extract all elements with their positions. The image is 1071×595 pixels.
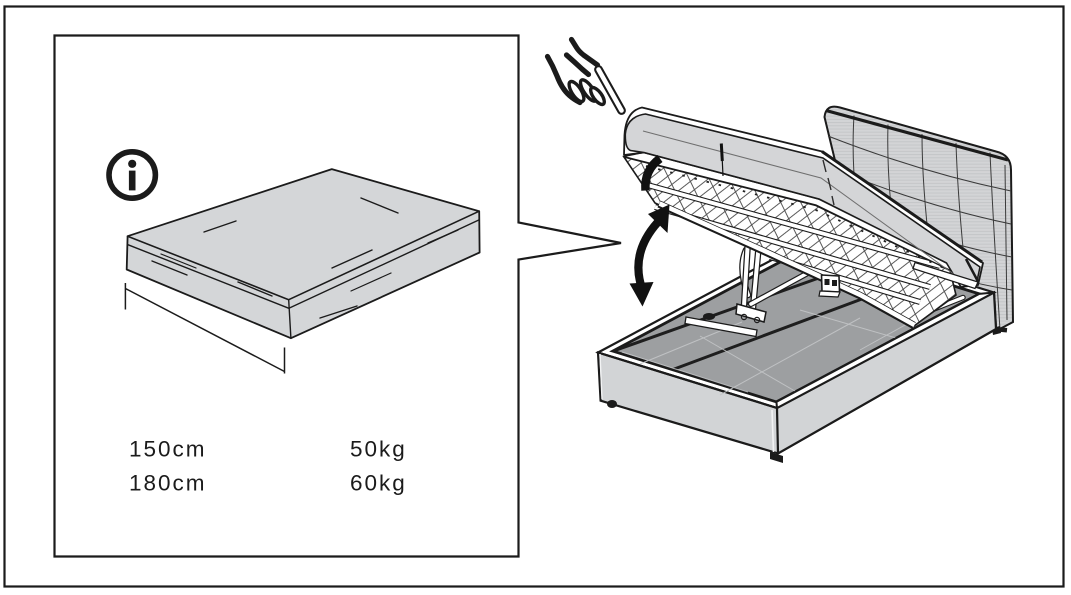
svg-text:180cm: 180cm [129,471,207,496]
svg-text:60kg: 60kg [350,471,407,496]
svg-text:150cm: 150cm [129,437,207,462]
svg-text:50kg: 50kg [350,437,407,462]
